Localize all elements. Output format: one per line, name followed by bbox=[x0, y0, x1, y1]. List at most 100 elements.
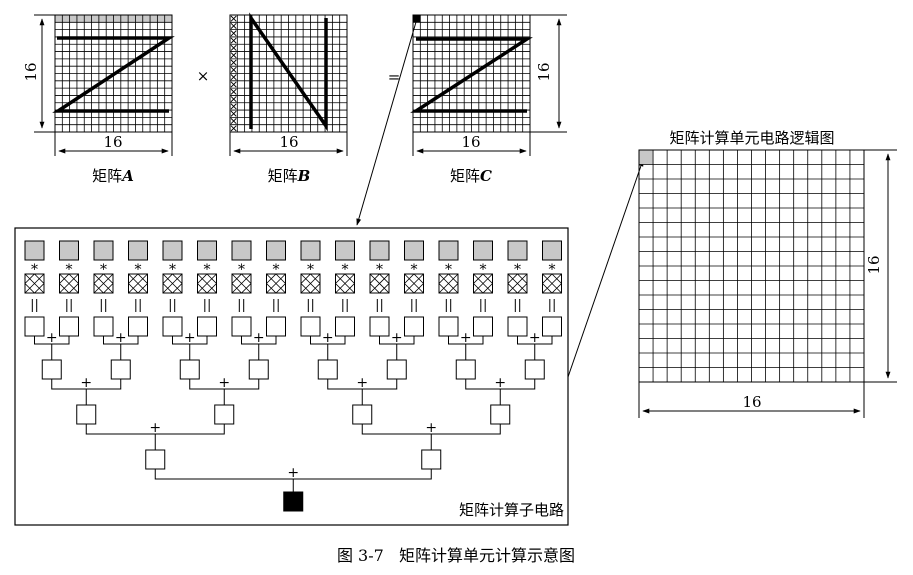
adder-register bbox=[214, 404, 235, 425]
add-symbol: + bbox=[149, 420, 161, 436]
product-register bbox=[335, 316, 355, 337]
adder-tree: *||*||*||*||*||*||*||*||*||*||*||*||*||*… bbox=[24, 240, 563, 512]
multiply-symbol: * bbox=[204, 262, 211, 278]
product-register bbox=[24, 316, 45, 337]
product-register bbox=[473, 316, 493, 337]
logic-grid-row-dim-label: 16 bbox=[865, 255, 883, 274]
matrix-a-col-dim-label: 16 bbox=[103, 133, 122, 151]
add-symbol: + bbox=[322, 330, 334, 346]
cross-mark bbox=[230, 81, 237, 88]
multiplier-hatch bbox=[300, 273, 321, 294]
input-register bbox=[93, 240, 114, 261]
times-operator: × bbox=[197, 67, 210, 85]
output-register bbox=[283, 491, 304, 512]
multiplier-hatch bbox=[93, 273, 114, 294]
multiplier-hatch bbox=[369, 273, 390, 294]
pass-symbol: || bbox=[272, 298, 281, 313]
product-register bbox=[542, 316, 562, 337]
input-register bbox=[266, 240, 286, 261]
product-register bbox=[162, 316, 183, 337]
matrix-c-selected-cell bbox=[413, 15, 421, 23]
input-register bbox=[24, 240, 45, 261]
multiply-symbol: * bbox=[66, 262, 73, 278]
cross-mark bbox=[230, 66, 237, 73]
add-symbol: + bbox=[184, 330, 196, 346]
pass-symbol: || bbox=[168, 298, 177, 313]
matrix-a-label-prefix: 矩阵 bbox=[92, 167, 122, 185]
matrix-c bbox=[410, 14, 533, 133]
multiplier-hatch bbox=[265, 273, 287, 294]
matrix-c-label-letter: C bbox=[480, 167, 492, 185]
pass-symbol: || bbox=[30, 298, 39, 313]
multiply-symbol: * bbox=[445, 262, 452, 278]
subcircuit-label: 矩阵计算子电路 bbox=[459, 501, 564, 519]
multiply-symbol: * bbox=[238, 262, 245, 278]
matrix-c-label-prefix: 矩阵 bbox=[450, 167, 480, 185]
logic-grid-col-dim: 16 bbox=[638, 382, 865, 418]
pass-symbol: || bbox=[134, 298, 143, 313]
multiply-symbol: * bbox=[169, 262, 176, 278]
multiplier-hatch bbox=[334, 273, 356, 294]
adder-register bbox=[179, 359, 200, 380]
cross-mark bbox=[230, 103, 237, 110]
logic-grid-gray-cell bbox=[639, 150, 654, 165]
add-symbol: + bbox=[494, 375, 506, 391]
zoom-arrow-c-to-subcircuit bbox=[356, 21, 417, 226]
multiply-symbol: * bbox=[411, 262, 418, 278]
add-symbol: + bbox=[80, 375, 92, 391]
multiply-symbol: * bbox=[135, 262, 142, 278]
input-register bbox=[542, 240, 562, 261]
equals-operator: = bbox=[388, 68, 401, 86]
product-register bbox=[507, 316, 528, 337]
matrix-b-col-dim-label: 16 bbox=[279, 133, 298, 151]
add-symbol: + bbox=[46, 330, 58, 346]
add-symbol: + bbox=[460, 330, 472, 346]
multiplier-hatch bbox=[231, 273, 252, 294]
logic-grid-row-dim: 16 bbox=[864, 149, 897, 383]
logic-grid-lines bbox=[639, 150, 864, 382]
adder-register bbox=[421, 449, 442, 470]
multiplier-hatch bbox=[127, 273, 149, 294]
adder-register bbox=[248, 359, 269, 380]
matrix-a-z-stroke bbox=[52, 36, 175, 113]
input-register bbox=[507, 240, 528, 261]
adder-register bbox=[352, 404, 373, 425]
multiply-symbol: * bbox=[100, 262, 107, 278]
multiplier-hatch bbox=[58, 273, 80, 294]
matrix-b-label-letter: B bbox=[297, 167, 311, 185]
multiply-symbol: * bbox=[31, 262, 38, 278]
multiplier-hatch bbox=[472, 273, 494, 294]
add-symbol: + bbox=[529, 330, 541, 346]
cross-mark bbox=[230, 59, 237, 66]
matrix-a-col-dim: 16 bbox=[54, 132, 173, 156]
adder-register bbox=[455, 359, 476, 380]
adder-register bbox=[110, 359, 131, 380]
pass-symbol: || bbox=[203, 298, 212, 313]
add-symbol: + bbox=[218, 375, 230, 391]
product-register bbox=[404, 316, 424, 337]
matrix-a-row-dim: 16 bbox=[22, 14, 55, 133]
matrix-b-col-dim: 16 bbox=[229, 132, 348, 156]
product-register bbox=[231, 316, 252, 337]
logic-grid bbox=[638, 149, 865, 383]
adder-register bbox=[317, 359, 338, 380]
logic-grid-col-dim-label: 16 bbox=[742, 393, 761, 411]
multiplier-hatch bbox=[507, 273, 528, 294]
multiplier-hatch bbox=[403, 273, 425, 294]
add-symbol: + bbox=[287, 465, 299, 481]
multiplier-hatch bbox=[24, 273, 45, 294]
pass-symbol: || bbox=[444, 298, 453, 313]
add-symbol: + bbox=[253, 330, 265, 346]
pass-symbol: || bbox=[410, 298, 419, 313]
input-register bbox=[438, 240, 459, 261]
product-register bbox=[59, 316, 79, 337]
cross-mark bbox=[230, 22, 237, 29]
input-register bbox=[128, 240, 148, 261]
adder-register bbox=[386, 359, 407, 380]
multiplier-hatch bbox=[438, 273, 459, 294]
matrix-a-label-letter: A bbox=[120, 167, 134, 185]
matrix-a-border bbox=[54, 14, 173, 133]
matrix-c-col-dim: 16 bbox=[412, 132, 531, 156]
matrix-c-z-stroke bbox=[410, 37, 533, 113]
